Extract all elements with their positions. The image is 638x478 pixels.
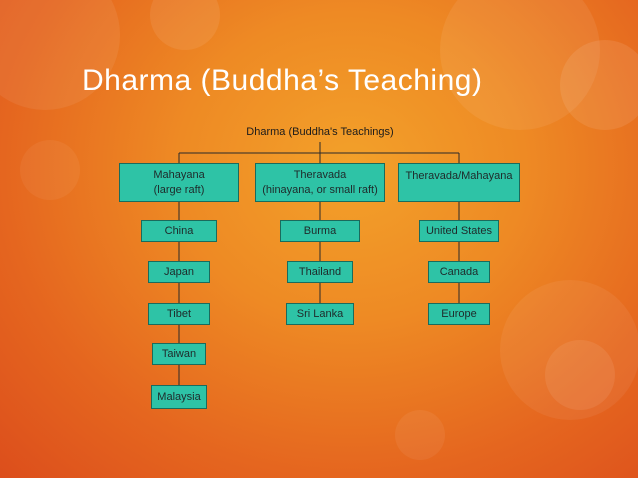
branch-sublabel: (hinayana, or small raft): [262, 183, 378, 196]
country-node-china: China: [141, 220, 217, 242]
country-node-burma: Burma: [280, 220, 360, 242]
country-node-sri-lanka: Sri Lanka: [286, 303, 354, 325]
slide-title: Dharma (Buddha’s Teaching): [82, 64, 483, 97]
branch-node-theravada-mahayana: Theravada/Mahayana: [398, 163, 520, 202]
country-node-tibet: Tibet: [148, 303, 210, 325]
branch-sublabel: (large raft): [153, 183, 205, 196]
branch-node-theravada: Theravada (hinayana, or small raft): [255, 163, 385, 202]
branch-label: Mahayana: [153, 168, 205, 181]
branch-label: Theravada: [293, 168, 347, 181]
country-node-canada: Canada: [428, 261, 490, 283]
root-node: Dharma (Buddha's Teachings): [246, 126, 394, 138]
country-node-taiwan: Taiwan: [152, 343, 206, 365]
country-node-thailand: Thailand: [287, 261, 353, 283]
country-node-united-states: United States: [419, 220, 499, 242]
country-node-malaysia: Malaysia: [151, 385, 207, 409]
branch-node-mahayana: Mahayana (large raft): [119, 163, 239, 202]
country-node-europe: Europe: [428, 303, 490, 325]
country-node-japan: Japan: [148, 261, 210, 283]
branch-label: Theravada/Mahayana: [405, 170, 513, 182]
